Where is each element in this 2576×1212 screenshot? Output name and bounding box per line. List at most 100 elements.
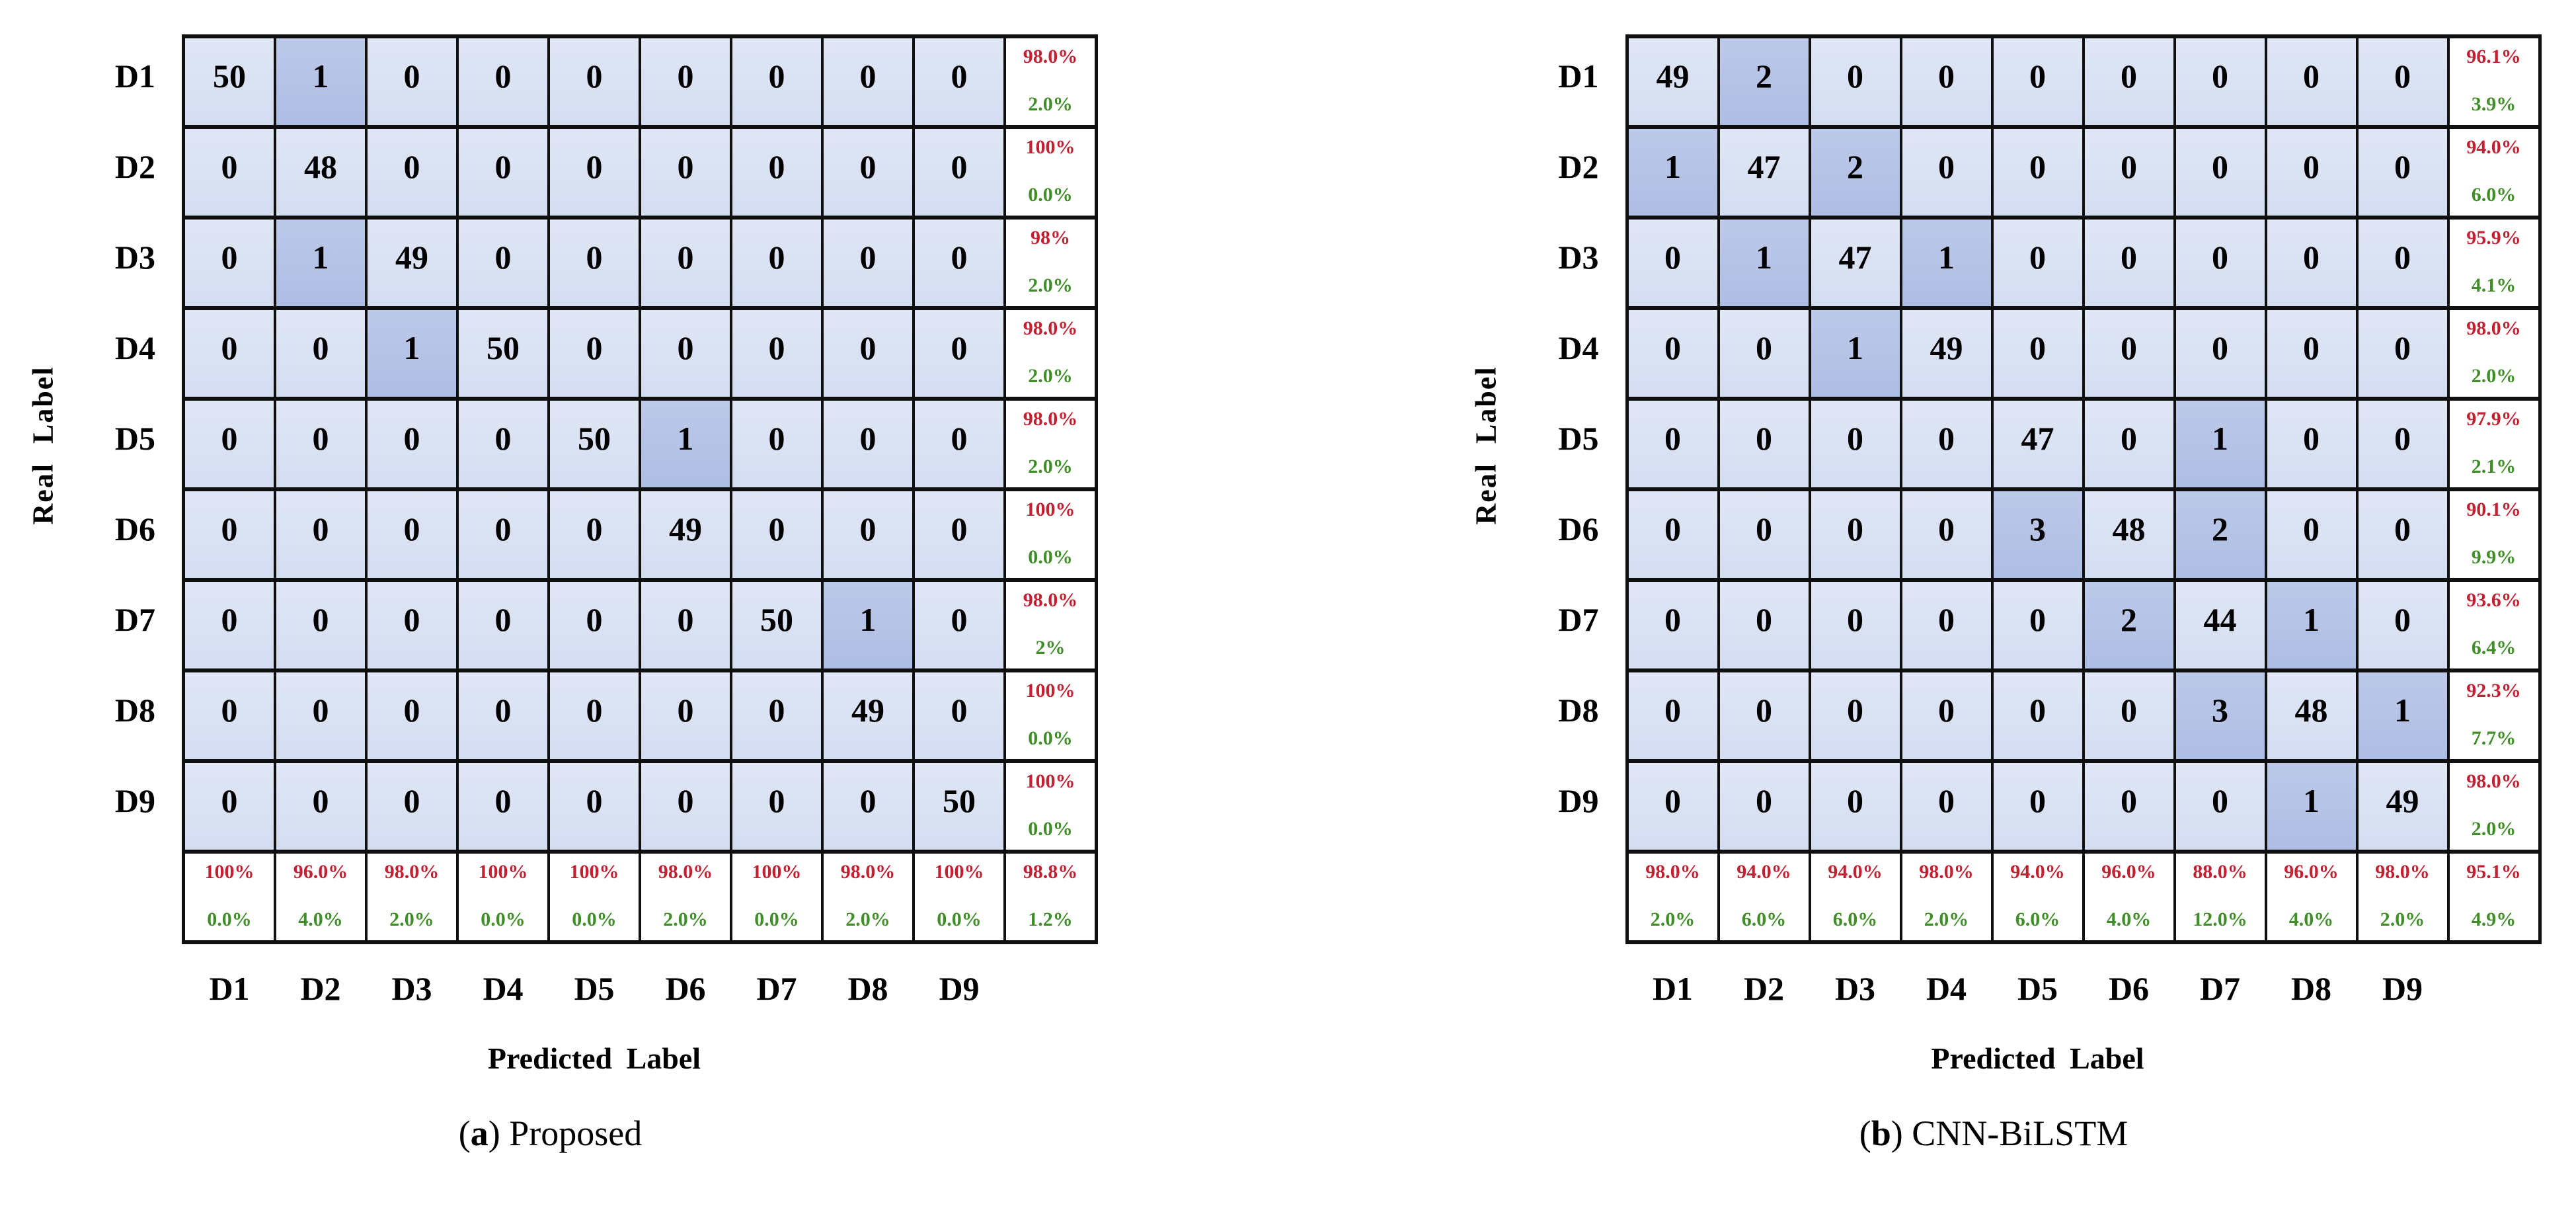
matrix-cell-D9-D4: 0 [1900,761,1992,852]
row-summary-cell-D1-red-value: 98.0% [1023,45,1078,67]
col-summary-cell-D7: 88.0%12.0% [2174,852,2266,942]
col-summary-cell-D9-green-value: 2.0% [2380,908,2425,930]
matrix-cell-D6-D5: 3 [1992,489,2084,580]
col-summary-cell-D2-red-value: 94.0% [1737,860,1791,883]
matrix-cell-D8-D9: 0 [914,670,1005,761]
caption-letter: b [1871,1113,1891,1153]
matrix-cell-D8-D5: 0 [549,670,640,761]
col-summary-cell-D3-red-value: 94.0% [1828,860,1883,883]
matrix-cell-D7-D5: 0 [549,580,640,670]
col-summary-cell-D2: 94.0%6.0% [1718,852,1810,942]
col-label-D4: D4 [483,970,524,1007]
caption-b: (b) CNN-BiLSTM [1444,1113,2544,1154]
matrix-cell-D7-D1: 0 [184,580,275,670]
matrix-cell-D4-D2: 0 [1718,308,1810,399]
matrix-cell-D5-D6: 1 [640,399,731,489]
caption-text: Proposed [509,1113,643,1153]
row-summary-cell-D1-red-value: 96.1% [2466,45,2521,67]
col-label-D1: D1 [1652,970,1694,1007]
matrix-cell-D4-D7: 0 [731,308,822,399]
matrix-cell-D4-D3: 1 [366,308,457,399]
col-summary-cell-D4-green-value: 2.0% [1924,908,1969,930]
row-summary-cell-D7-red-value: 98.0% [1023,588,1078,611]
matrix-cell-D8-D7: 3 [2174,670,2266,761]
matrix-cell-D5-D4: 0 [1900,399,1992,489]
matrix-cell-D6-D1: 0 [1627,489,1719,580]
row-summary-cell-D3: 98%2.0% [1005,218,1096,308]
col-summary-cell-D3: 94.0%6.0% [1809,852,1901,942]
row-summary-cell-D7: 93.6%6.4% [2448,580,2540,670]
matrix-cell-D6-D8: 0 [822,489,914,580]
matrix-cell-D9-D3: 0 [366,761,457,852]
matrix-cell-D1-D1: 50 [184,36,275,127]
matrix-cell-D3-D9: 0 [2357,218,2448,308]
col-summary-cell-D1-red-value: 98.0% [1645,860,1700,883]
col-summary-cell-D3-red-value: 98.0% [384,860,440,883]
row-label-D6: D6 [114,510,155,547]
matrix-cell-D9-D8: 1 [2265,761,2357,852]
row-summary-cell-D4: 98.0%2.0% [1005,308,1096,399]
matrix-cell-D7-D7: 50 [731,580,822,670]
col-summary-cell-D9-red-value: 98.0% [2375,860,2430,883]
row-label-D4: D4 [114,329,155,366]
row-summary-cell-D8: 92.3%7.7% [2448,670,2540,761]
col-label-D3: D3 [391,970,432,1007]
row-label-D9: D9 [114,782,155,819]
matrix-cell-D5-D1: 0 [184,399,275,489]
matrix-cell-D2-D2: 47 [1718,127,1810,218]
col-summary-cell-D1-green-value: 0.0% [207,908,252,930]
matrix-cell-D8-D2: 0 [275,670,366,761]
matrix-cell-D4-D1: 0 [1627,308,1719,399]
matrix-cell-D7-D1: 0 [1627,580,1719,670]
matrix-cell-D3-D1: 0 [184,218,275,308]
matrix-cell-D6-D6: 48 [2083,489,2175,580]
y-axis-label: Real Label [0,34,86,856]
col-summary-cell-D7-red-value: 100% [752,860,802,883]
matrix-cell-D2-D9: 0 [2357,127,2448,218]
col-summary-cell-D5: 100%0.0% [549,852,640,942]
matrix-cell-D5-D3: 0 [1809,399,1901,489]
matrix-cell-D1-D5: 0 [1992,36,2084,127]
matrix-cell-D2-D4: 0 [1900,127,1992,218]
matrix-cell-D9-D6: 0 [640,761,731,852]
matrix-cell-D4-D5: 0 [1992,308,2084,399]
row-summary-cell-D5-red-value: 97.9% [2466,407,2521,430]
matrix-cell-D8-D9: 1 [2357,670,2448,761]
col-label-D9: D9 [939,970,980,1007]
matrix-cell-D4-D4: 49 [1900,308,1992,399]
matrix-cell-D3-D6: 0 [2083,218,2175,308]
col-label-D6: D6 [2108,970,2150,1007]
matrix-cell-D8-D8: 48 [2265,670,2357,761]
row-label-D3: D3 [114,238,155,276]
matrix-cell-D5-D2: 0 [1718,399,1810,489]
row-summary-cell-D2-green-value: 6.0% [2471,183,2517,206]
row-summary-cell-D9-green-value: 0.0% [1028,817,1073,840]
row-label-D1: D1 [1558,57,1599,95]
matrix-cell-D5-D8: 0 [822,399,914,489]
row-summary-cell-D9: 98.0%2.0% [2448,761,2540,852]
matrix-cell-D6-D6: 49 [640,489,731,580]
row-label-D2: D2 [114,147,155,185]
row-summary-cell-D4-red-value: 98.0% [1023,317,1078,339]
col-summary-cell-D6-green-value: 4.0% [2106,908,2152,930]
col-label-D5: D5 [2017,970,2058,1007]
x-axis-label: Predicted Label [487,1041,701,1075]
caption-text: CNN-BiLSTM [1912,1113,2128,1153]
matrix-cell-D4-D6: 0 [640,308,731,399]
matrix-cell-D1-D9: 0 [2357,36,2448,127]
matrix-cell-D3-D1: 0 [1627,218,1719,308]
col-label-D4: D4 [1926,970,1967,1007]
matrix-cell-D2-D7: 0 [2174,127,2266,218]
col-label-D3: D3 [1834,970,1876,1007]
y-axis-label-text: Real Label [1470,365,1503,525]
col-label-D5: D5 [574,970,615,1007]
matrix-cell-D5-D9: 0 [2357,399,2448,489]
matrix-cell-D4-D3: 1 [1809,308,1901,399]
overall-summary-cell-red-value: 98.8% [1023,860,1078,883]
matrix-cell-D9-D1: 0 [184,761,275,852]
col-label-D2: D2 [1743,970,1785,1007]
matrix-cell-D7-D2: 0 [1718,580,1810,670]
